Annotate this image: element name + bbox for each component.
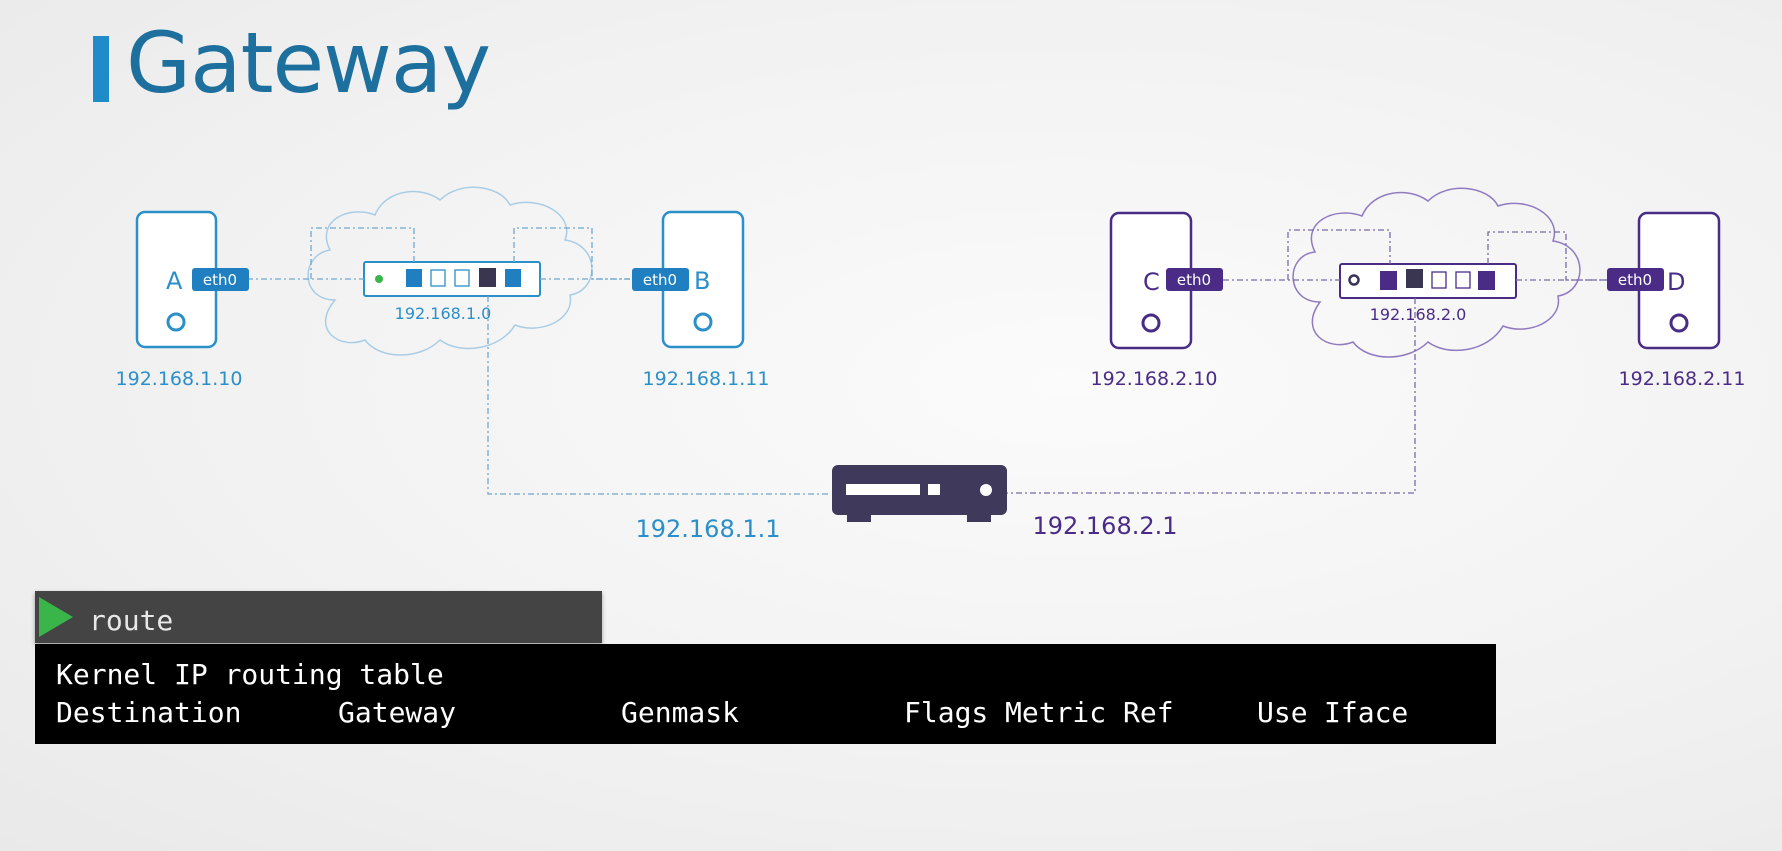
col-iface: Iface bbox=[1324, 696, 1409, 729]
network-left-label: 192.168.1.0 bbox=[395, 304, 492, 323]
host-b-ip: 192.168.1.11 bbox=[643, 368, 770, 390]
router-right-ip: 192.168.2.1 bbox=[1032, 512, 1177, 540]
eth0-label-b: eth0 bbox=[643, 271, 677, 289]
host-d-label: D bbox=[1667, 268, 1685, 296]
col-ref: Ref bbox=[1123, 696, 1174, 729]
play-icon bbox=[39, 597, 73, 637]
switch-icon-right bbox=[1339, 263, 1517, 299]
eth0-label-d: eth0 bbox=[1618, 271, 1652, 289]
eth0-label-a: eth0 bbox=[203, 271, 237, 289]
eth0-badge-c bbox=[1166, 268, 1223, 291]
cloud-icon-right-network bbox=[1292, 187, 1581, 358]
eth0-badge-a bbox=[192, 268, 249, 291]
host-c-label: C bbox=[1143, 268, 1160, 296]
host-a-label: A bbox=[166, 267, 183, 295]
command-text: route bbox=[89, 604, 174, 637]
terminal-line-kernel-table: Kernel IP routing table bbox=[56, 658, 444, 691]
router-left-ip: 192.168.1.1 bbox=[635, 515, 780, 543]
eth0-badge-d bbox=[1607, 268, 1664, 291]
host-c: C eth0 192.168.2.10 bbox=[1091, 211, 1223, 390]
host-b-label: B bbox=[694, 267, 710, 295]
col-genmask: Genmask bbox=[621, 696, 740, 729]
host-a-ip: 192.168.1.10 bbox=[116, 368, 243, 390]
router-icon bbox=[832, 465, 1007, 522]
terminal-output: Kernel IP routing table Destination Gate… bbox=[35, 644, 1496, 744]
col-metric: Metric bbox=[1005, 696, 1107, 729]
host-a: A eth0 192.168.1.10 bbox=[116, 210, 249, 390]
switch-icon-left bbox=[363, 261, 541, 297]
eth0-label-c: eth0 bbox=[1177, 271, 1211, 289]
title-accent-bar bbox=[93, 36, 109, 102]
host-c-ip: 192.168.2.10 bbox=[1091, 368, 1218, 390]
cloud-icon-left-network bbox=[307, 186, 593, 356]
host-d: eth0 D 192.168.2.11 bbox=[1607, 211, 1746, 390]
page-title: Gateway bbox=[126, 14, 491, 112]
host-b: eth0 B 192.168.1.11 bbox=[632, 210, 770, 390]
col-flags: Flags bbox=[904, 696, 989, 729]
right-network-links bbox=[1007, 229, 1607, 494]
command-bar: route bbox=[35, 591, 602, 643]
host-d-ip: 192.168.2.11 bbox=[1619, 368, 1746, 390]
network-right-label: 192.168.2.0 bbox=[1370, 305, 1467, 324]
col-gateway: Gateway bbox=[338, 696, 457, 729]
left-network-links bbox=[247, 227, 830, 495]
eth0-badge-b bbox=[632, 268, 689, 291]
col-destination: Destination bbox=[56, 696, 242, 729]
col-use: Use bbox=[1257, 696, 1308, 729]
